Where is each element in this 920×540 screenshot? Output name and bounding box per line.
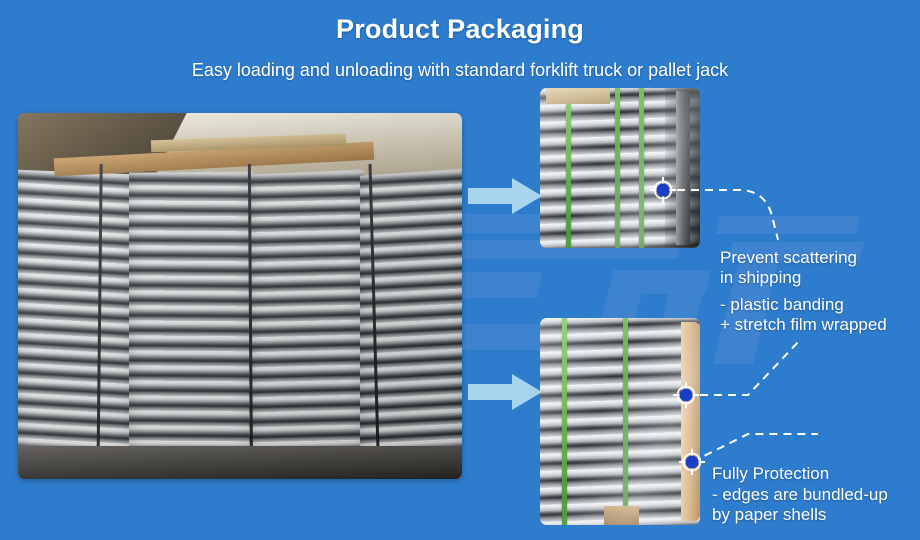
top-board xyxy=(546,88,611,104)
photo-content xyxy=(18,113,462,479)
callout-marker-icon xyxy=(650,177,676,203)
photo-lighting-overlay xyxy=(18,113,462,479)
arrow-right-icon xyxy=(468,176,542,216)
annotation-detail-line: + stretch film wrapped xyxy=(720,315,887,335)
warehouse-floor xyxy=(18,446,462,479)
green-strap xyxy=(562,318,568,525)
inset-photo-paper-shell xyxy=(540,318,700,525)
leader-line-middle xyxy=(686,339,801,396)
page-title: Product Packaging xyxy=(336,14,584,44)
photo-content xyxy=(540,88,700,248)
leader-line-bottom xyxy=(691,433,818,463)
annotation-detail-line: - plastic banding xyxy=(720,295,844,315)
annotation-heading-line: Fully Protection xyxy=(712,464,830,483)
green-strap xyxy=(565,88,571,248)
watermark-stroke xyxy=(615,270,711,294)
stretch-film-sheen xyxy=(540,318,700,525)
arrow-right-icon xyxy=(468,372,542,412)
annotation-detail-line: by paper shells xyxy=(712,505,827,525)
callout-marker-icon xyxy=(679,449,705,475)
watermark-stroke xyxy=(661,288,705,322)
green-strap xyxy=(615,88,621,248)
annotation-heading-line: in shipping xyxy=(720,268,802,288)
annotation-heading-line: Prevent scattering xyxy=(720,248,858,267)
green-strap xyxy=(623,318,629,525)
annotation-fully-protection: Fully Protection - edges are bundled-up … xyxy=(712,464,920,525)
callout-marker-icon xyxy=(673,382,699,408)
pallet-foot xyxy=(604,506,640,525)
stretch-film-sheen xyxy=(540,88,700,248)
annotation-prevent-scattering: Prevent scattering in shipping - plastic… xyxy=(720,248,920,335)
page-subtitle: Easy loading and unloading with standard… xyxy=(191,60,729,80)
watermark-stroke xyxy=(715,216,861,234)
green-strap xyxy=(639,88,645,248)
main-product-photo xyxy=(18,113,462,479)
inset-photo-banding xyxy=(540,88,700,248)
photo-content xyxy=(540,318,700,525)
annotation-detail-line: - edges are bundled-up xyxy=(712,485,888,505)
